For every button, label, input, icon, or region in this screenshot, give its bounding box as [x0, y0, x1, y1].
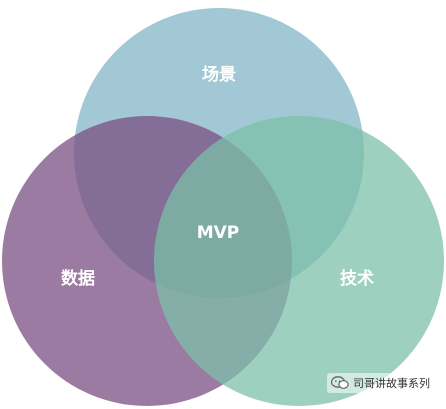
circle-tech [154, 116, 444, 406]
label-mvp: MVP [197, 223, 240, 243]
watermark-text: 司哥讲故事系列 [353, 377, 430, 390]
watermark: 司哥讲故事系列 [327, 373, 434, 393]
label-tech: 技术 [340, 268, 374, 289]
label-scene: 场景 [202, 65, 236, 85]
label-data: 数据 [61, 268, 95, 289]
wechat-icon [331, 376, 349, 390]
